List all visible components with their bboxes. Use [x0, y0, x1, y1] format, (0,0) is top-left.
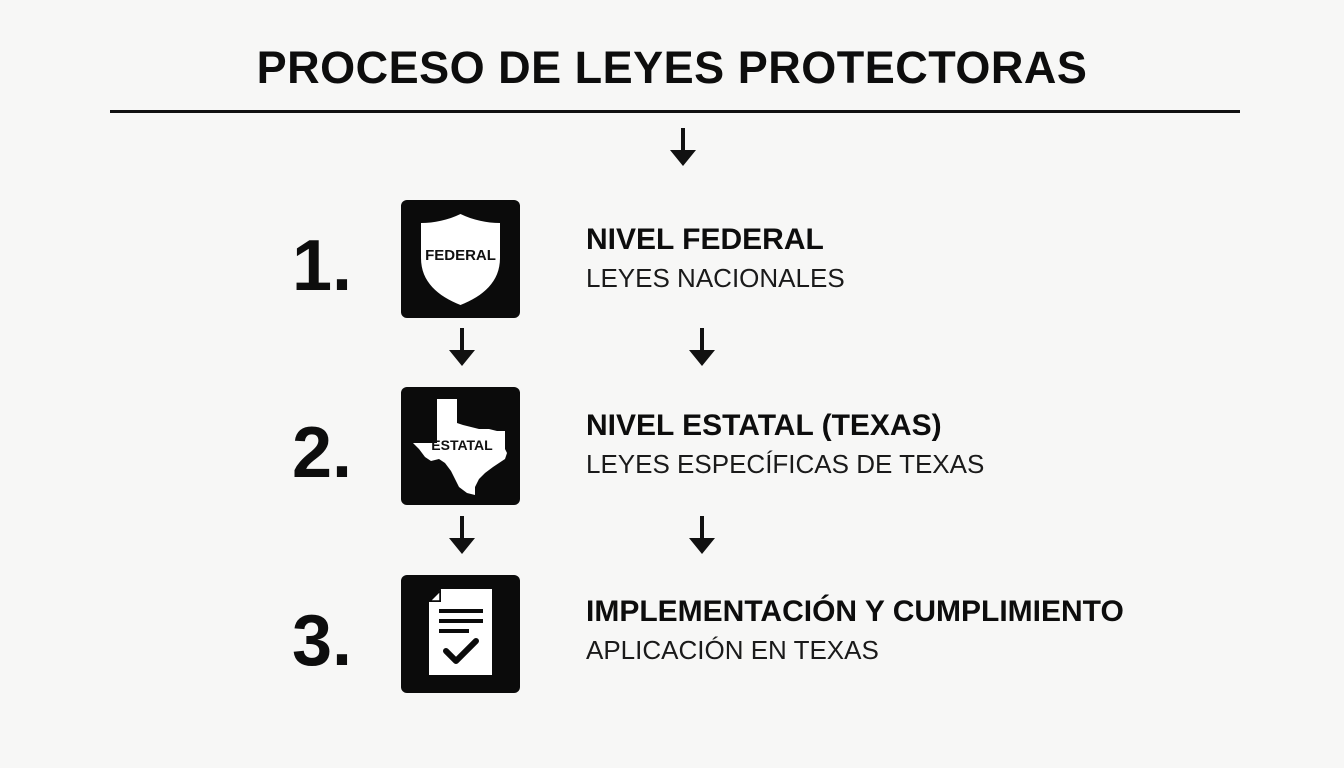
document-check-icon — [428, 589, 492, 675]
step-subheading: LEYES ESPECÍFICAS DE TEXAS — [586, 449, 985, 479]
texas-map-icon — [413, 399, 507, 495]
step-heading: NIVEL ESTATAL (TEXAS) — [586, 409, 942, 442]
arrow-down-icon — [667, 128, 699, 168]
federal-tile: FEDERAL — [401, 200, 520, 318]
step-subheading: LEYES NACIONALES — [586, 263, 845, 293]
diagram-title: PROCESO DE LEYES PROTECTORAS — [256, 42, 1088, 93]
estatal-tile: ESTATAL — [401, 387, 520, 505]
arrow-down-icon — [446, 328, 478, 368]
tile-label: ESTATAL — [431, 437, 493, 453]
arrow-down-icon — [686, 328, 718, 368]
step-heading: IMPLEMENTACIÓN Y CUMPLIMIENTO — [586, 595, 1124, 628]
tile-label: FEDERAL — [425, 247, 496, 264]
implementation-tile — [401, 575, 520, 693]
step-heading: NIVEL FEDERAL — [586, 223, 824, 256]
title-divider — [110, 110, 1240, 113]
arrow-down-icon — [686, 516, 718, 556]
arrow-down-icon — [446, 516, 478, 556]
step-number: 1. — [292, 226, 353, 306]
step-number: 3. — [292, 601, 353, 681]
step-number: 2. — [292, 413, 353, 493]
step-subheading: APLICACIÓN EN TEXAS — [586, 635, 879, 665]
shield-icon — [421, 214, 500, 305]
